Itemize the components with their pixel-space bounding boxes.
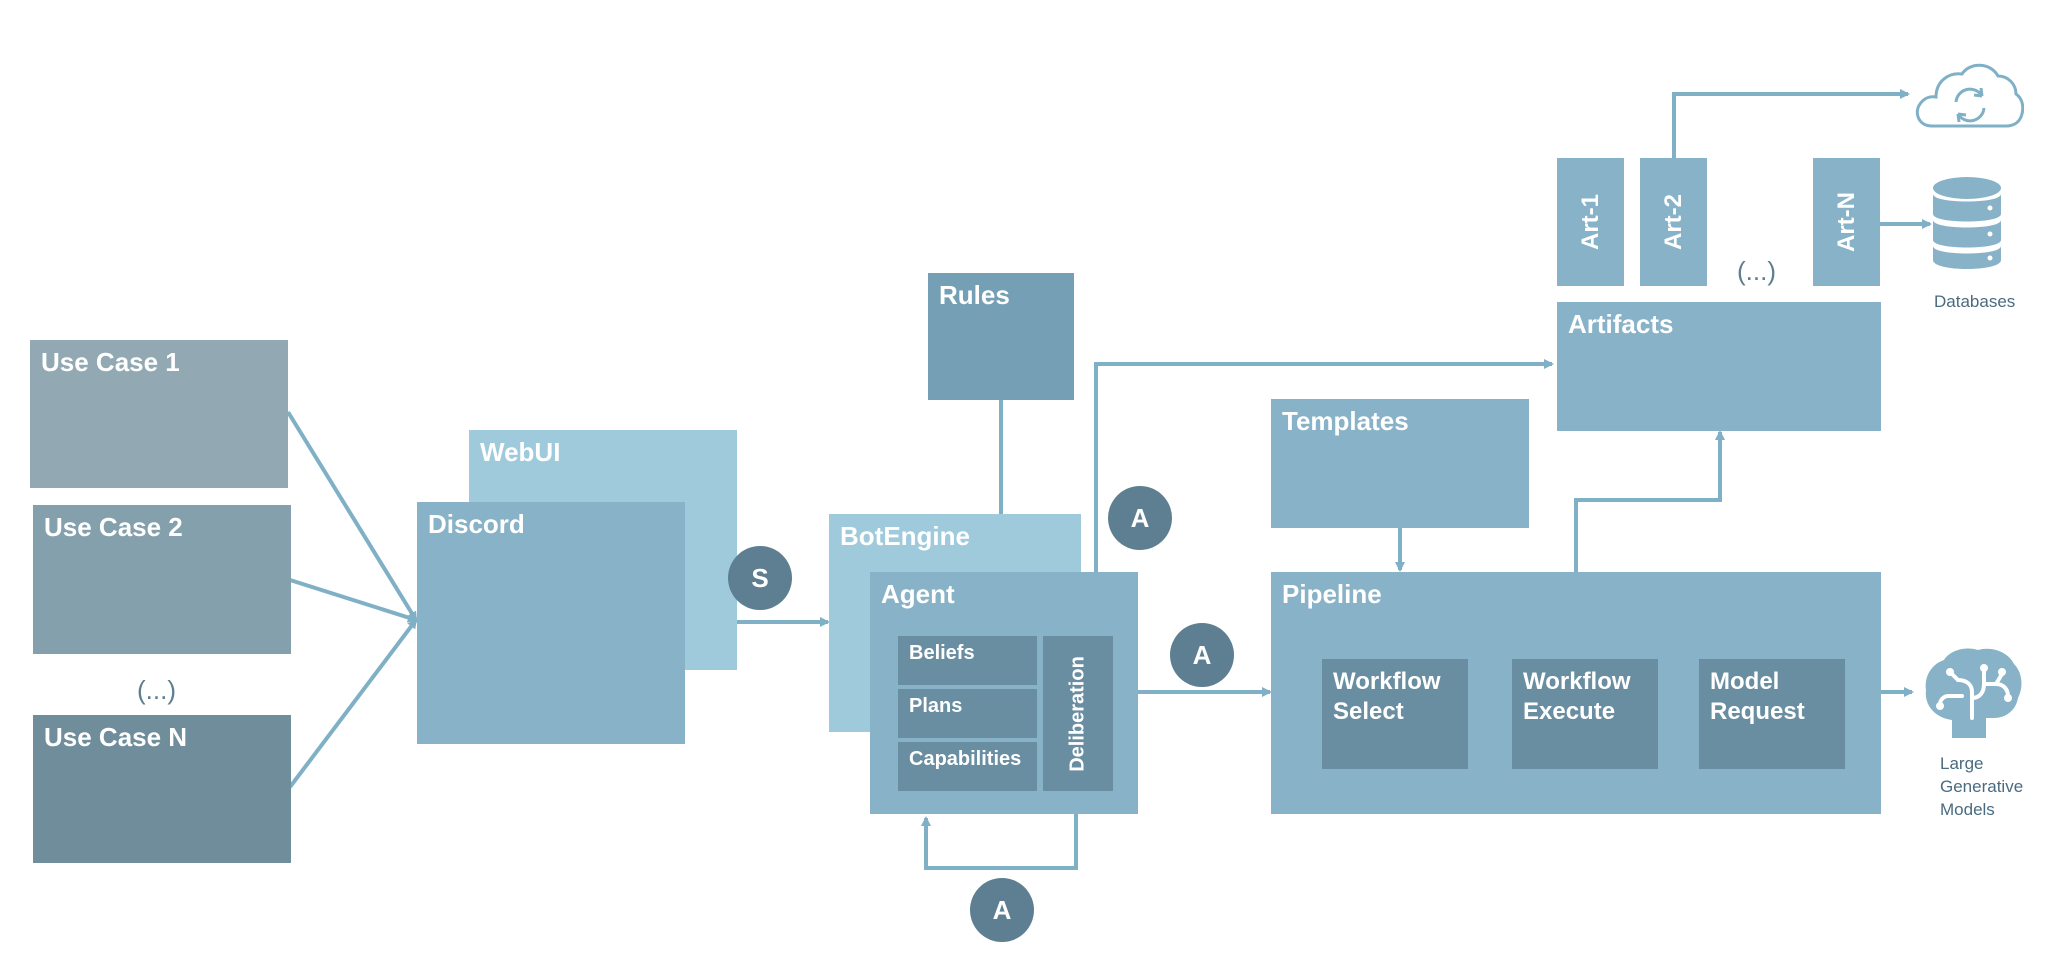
discord-label: Discord	[428, 509, 525, 539]
workflow-select-box: Workflow Select	[1322, 659, 1468, 769]
use-case-2-box: Use Case 2	[33, 505, 291, 654]
artifact-n-box: Art-N	[1813, 158, 1880, 286]
rules-label: Rules	[939, 280, 1010, 310]
artifact-2-box: Art-2	[1640, 158, 1707, 286]
edge-art2-cloud	[1672, 89, 1910, 158]
webui-label: WebUI	[480, 437, 561, 467]
discord-box: Discord	[417, 502, 685, 744]
agent-beliefs: Beliefs	[898, 636, 1037, 685]
models-caption: Large Generative Models	[1940, 754, 2024, 819]
badge-a-bottom: A	[970, 878, 1034, 942]
use-case-2-label: Use Case 2	[44, 512, 183, 542]
agent-box: Agent Beliefs Plans Capabilities Deliber…	[870, 572, 1138, 814]
edge-usecase2-discord	[289, 578, 418, 623]
badge-s: S	[728, 546, 792, 610]
agent-deliberation: Deliberation	[1043, 636, 1113, 791]
artifacts-label: Artifacts	[1568, 309, 1674, 339]
databases-caption: Databases	[1934, 292, 2016, 311]
brain-icon	[1922, 646, 2024, 738]
artifacts-ellipsis: (...)	[1737, 256, 1776, 286]
botengine-label: BotEngine	[840, 521, 970, 551]
agent-plans: Plans	[898, 689, 1037, 738]
edge-pipeline-artifacts	[1574, 430, 1725, 572]
agent-label: Agent	[881, 579, 955, 609]
templates-label: Templates	[1282, 406, 1409, 436]
edge-usecase1-discord	[286, 410, 418, 622]
use-case-ellipsis: (...)	[137, 675, 176, 705]
database-icon	[1932, 176, 2002, 272]
use-case-n-label: Use Case N	[44, 722, 188, 752]
edge-agent-loop	[921, 812, 1078, 870]
artifacts-box: Artifacts	[1557, 302, 1881, 431]
model-request-box: Model Request	[1699, 659, 1845, 769]
templates-box: Templates	[1271, 399, 1529, 528]
artifact-1-box: Art-1	[1557, 158, 1624, 286]
badge-a-top: A	[1108, 486, 1172, 550]
pipeline-box: Pipeline Workflow Select Workflow Execut…	[1271, 572, 1881, 814]
badge-a-middle: A	[1170, 623, 1234, 687]
use-case-1-label: Use Case 1	[41, 347, 180, 377]
pipeline-label: Pipeline	[1282, 579, 1382, 609]
agent-capabilities: Capabilities	[898, 742, 1037, 791]
edge-usecasen-discord	[288, 618, 418, 789]
workflow-execute-box: Workflow Execute	[1512, 659, 1658, 769]
cloud-sync-icon	[1912, 56, 2025, 130]
use-case-1-box: Use Case 1	[30, 340, 288, 488]
edge-agent-artifacts	[1094, 359, 1554, 572]
use-case-n-box: Use Case N	[33, 715, 291, 863]
rules-box: Rules	[928, 273, 1074, 400]
